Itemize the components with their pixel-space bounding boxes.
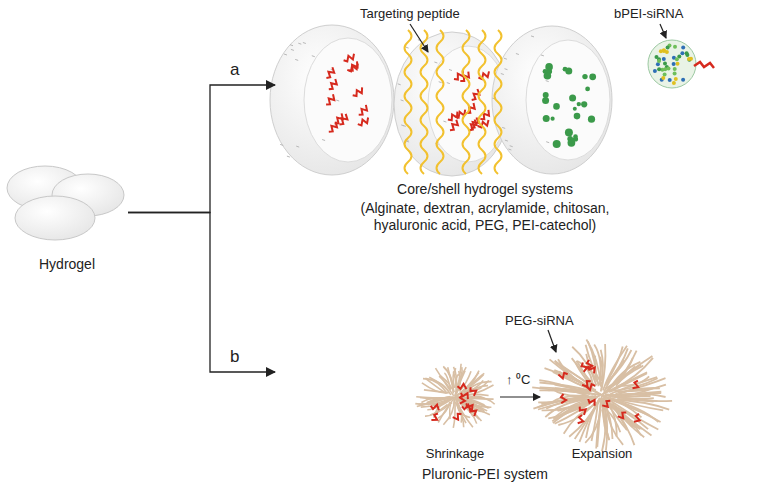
core-shell-group: Core/shell hydrogel systems (Alginate, de… — [275, 8, 695, 236]
temperature-label: ↑ ⁰C — [506, 372, 531, 388]
callout-label: Targeting peptide — [360, 6, 460, 22]
state-label: Shrinkage — [426, 446, 485, 462]
branch-letter: a — [228, 61, 241, 79]
node-note: (Alginate, dextran, acrylamide, chitosan… — [340, 200, 630, 234]
hydrogel-discs — [7, 166, 124, 240]
branch-arrow — [128, 213, 275, 373]
node-title: Pluronic-PEI system — [422, 466, 548, 483]
branch-letter: b — [228, 348, 241, 366]
node-title: Core/shell hydrogel systems — [397, 181, 573, 198]
node-title: Hydrogel — [39, 256, 95, 273]
branch-arrow — [128, 85, 275, 213]
core-shell-capsules — [270, 25, 612, 176]
state-label: Expansion — [572, 446, 633, 462]
callout-label: bPEI-siRNA — [614, 6, 683, 22]
bpei-sirna-complex — [648, 40, 714, 88]
pluronic-hydrogel — [415, 339, 672, 451]
hydrogel-group: Hydrogel — [8, 150, 126, 275]
callout-label: PEG-siRNA — [505, 313, 574, 329]
